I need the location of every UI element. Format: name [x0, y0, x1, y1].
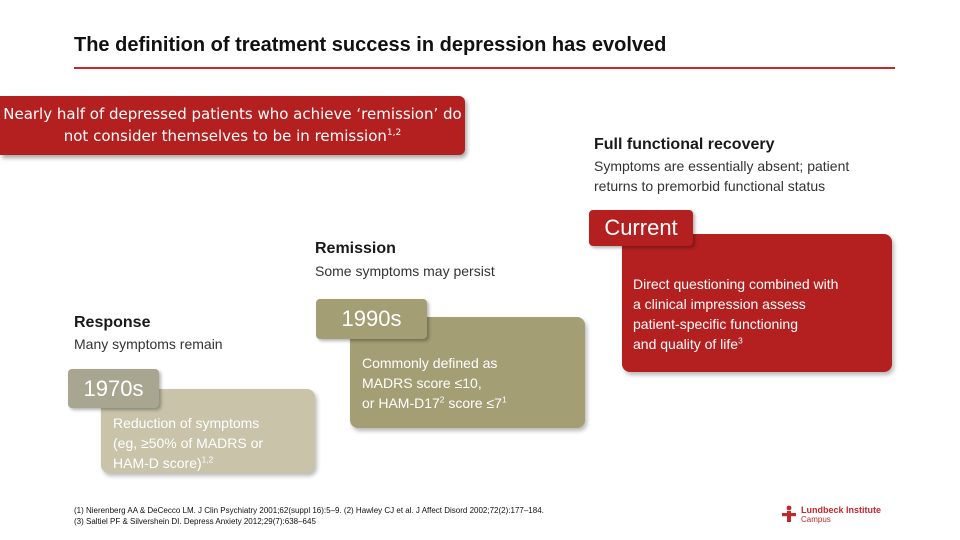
logo-text: Lundbeck Institute Campus	[801, 505, 882, 524]
remission-heading: Remission	[315, 240, 396, 257]
recovery-box: Direct questioning combined with a clini…	[622, 234, 892, 372]
recovery-description: Direct questioning combined with a clini…	[633, 276, 839, 352]
response-box: Reduction of symptoms (eg, ≥50% of MADRS…	[101, 389, 315, 473]
era-tag-current: Current	[589, 210, 693, 246]
response-heading: Response	[74, 314, 151, 331]
response-subtitle: Many symptoms remain	[74, 336, 223, 352]
recovery-heading: Full functional recovery	[594, 136, 775, 153]
title-divider	[74, 67, 895, 69]
remission-callout: Nearly half of depressed patients who ac…	[0, 96, 465, 155]
lundbeck-logo: Lundbeck Institute Campus	[781, 505, 881, 525]
callout-line-1: Nearly half of depressed patients who ac…	[3, 105, 462, 123]
era-tag-1990s: 1990s	[316, 299, 427, 339]
response-description: Reduction of symptoms (eg, ≥50% of MADRS…	[113, 415, 264, 471]
era-tag-1970s: 1970s	[68, 369, 159, 408]
cross-figure-icon	[782, 505, 796, 522]
remission-description: Commonly defined as MADRS score ≤10, or …	[362, 355, 507, 411]
references: (1) Nierenberg AA & DeCecco LM. J Clin P…	[74, 506, 544, 526]
remission-subtitle: Some symptoms may persist	[315, 263, 495, 279]
recovery-subtitle: Symptoms are essentially absent; patient…	[594, 158, 850, 194]
remission-box: Commonly defined as MADRS score ≤10, or …	[350, 317, 585, 428]
callout-line-2: not consider themselves to be in remissi…	[63, 127, 402, 145]
page-title: The definition of treatment success in d…	[74, 34, 667, 56]
